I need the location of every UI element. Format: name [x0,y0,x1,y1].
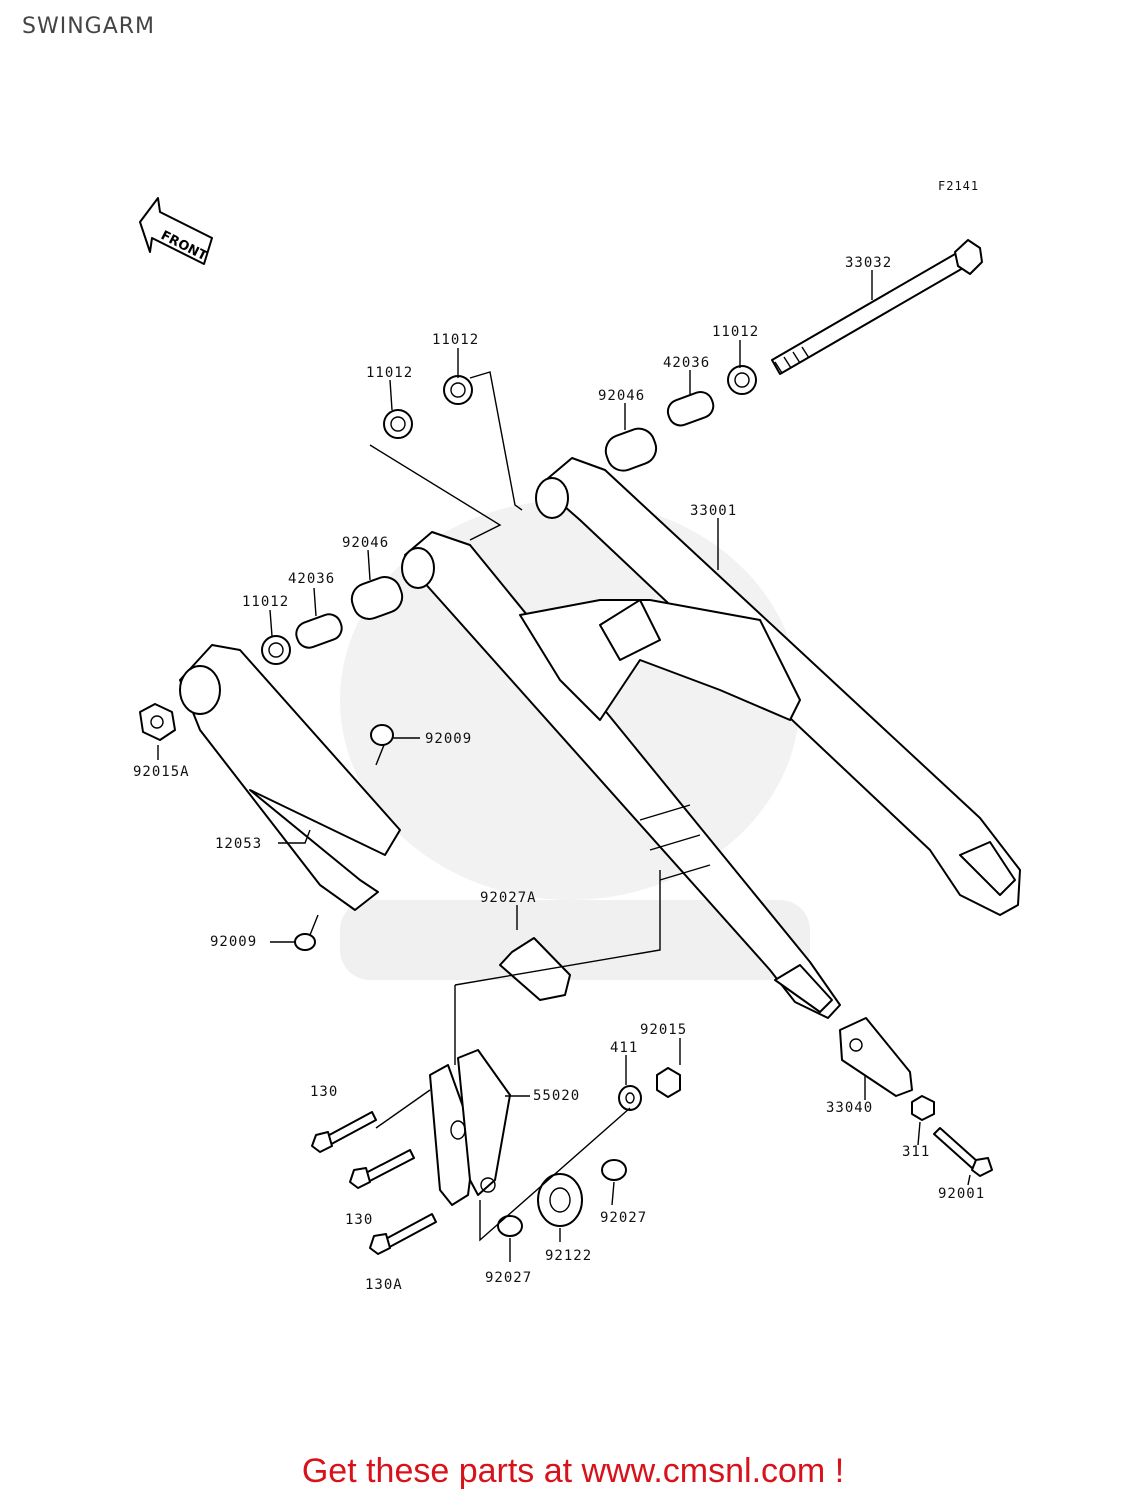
label-130-lower: 130 [345,1212,373,1228]
swingarm-body [401,457,1021,1019]
seal-11012-left-top [383,409,413,439]
page-title: SWINGARM [22,14,156,39]
collar-92027-lower [497,1215,523,1237]
bolt-130A [369,1213,437,1255]
nut-311 [911,1095,935,1121]
label-12053: 12053 [215,836,262,852]
seal-11012-right [727,365,757,395]
label-92009-lower: 92009 [210,934,257,950]
label-92122: 92122 [545,1248,592,1264]
label-92046-right: 92046 [598,388,645,404]
label-11012-left-top: 11012 [366,365,413,381]
pivot-shaft [771,239,983,375]
link-plate-55020 [429,1049,511,1206]
label-92015A: 92015A [133,764,190,780]
label-11012-top-right: 11012 [712,324,759,340]
label-92015: 92015 [640,1022,687,1038]
bolt-130-lower [349,1149,415,1189]
label-33001: 33001 [690,503,737,519]
label-11012-top: 11012 [432,332,479,348]
front-arrow-icon: FRONT [139,197,213,265]
label-11012-left: 11012 [242,594,289,610]
seal-11012-left [261,635,291,665]
washer-411 [618,1085,642,1111]
label-92027A: 92027A [480,890,537,906]
label-130-upper: 130 [310,1084,338,1100]
shoe-92027A [499,937,571,1001]
bolt-130-upper [311,1111,377,1153]
label-42036-right: 42036 [663,355,710,371]
collar-92027-right [601,1159,627,1181]
label-55020: 55020 [533,1088,580,1104]
label-92046-left: 92046 [342,535,389,551]
nut-92015A [139,703,176,741]
label-92009-upper: 92009 [425,731,472,747]
seal-11012-top [443,375,473,405]
label-33032: 33032 [845,255,892,271]
footer-link[interactable]: Get these parts at www.cmsnl.com ! [301,1452,845,1490]
label-411: 411 [610,1040,638,1056]
screw-92009-lower [294,914,319,951]
label-311: 311 [902,1144,930,1160]
collar-42036-left [295,613,343,649]
bearing-92046-left [350,576,404,620]
chain-guide [179,644,401,911]
nut-92015 [656,1067,681,1098]
figure-code: F2141 [938,179,979,193]
label-92001: 92001 [938,1186,985,1202]
label-92027-lower: 92027 [485,1270,532,1286]
bolt-92001 [933,1127,993,1177]
label-33040: 33040 [826,1100,873,1116]
collar-42036-right [666,391,715,427]
label-130A: 130A [365,1277,403,1293]
label-92027-right: 92027 [600,1210,647,1226]
screw-92009-upper [370,724,394,766]
label-42036-left: 42036 [288,571,335,587]
chain-adjuster-33040 [839,1017,913,1097]
roller-92122 [537,1173,583,1227]
leader-lines [157,270,971,1262]
bearing-92046-right [604,427,658,472]
